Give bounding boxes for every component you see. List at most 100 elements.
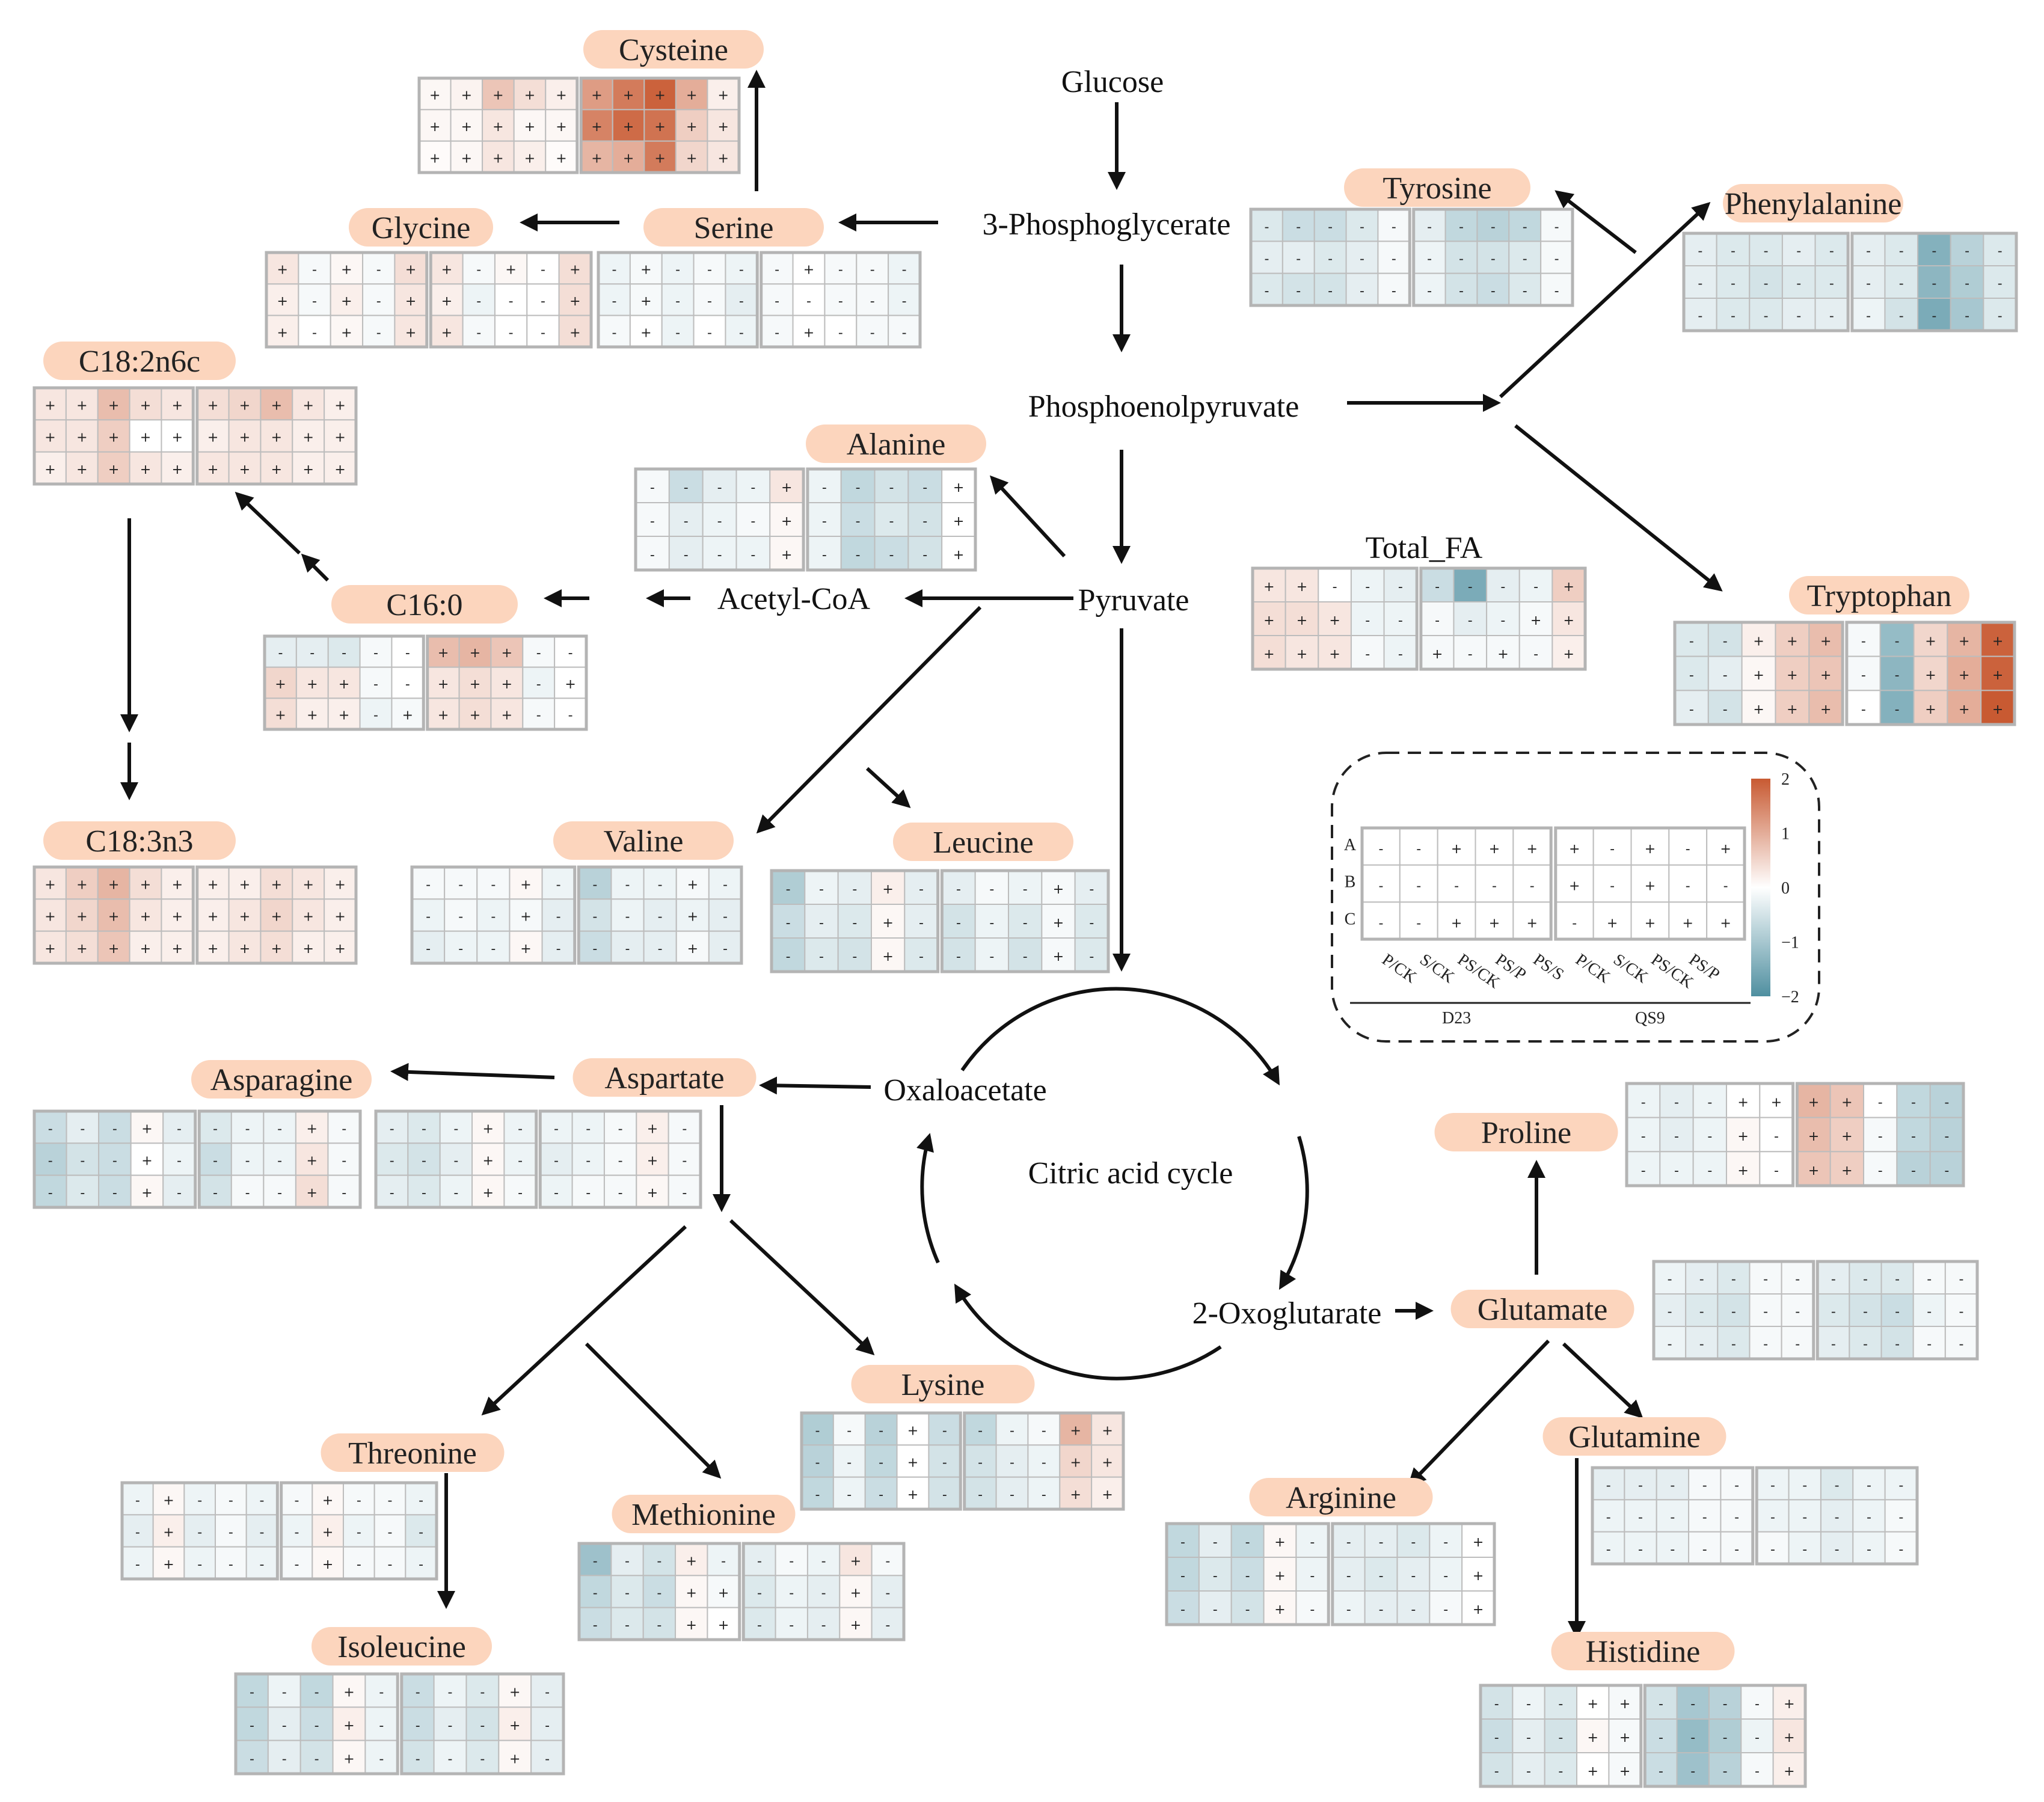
legend-sign-mark: - xyxy=(1610,879,1615,894)
heatmap-valine: ---+----+----+----+----+----+- xyxy=(410,865,743,965)
c18_3n3-sign-mark: + xyxy=(76,877,87,892)
glycine-sign-mark: - xyxy=(312,263,317,278)
glycine-sign-mark: + xyxy=(277,294,287,309)
phenylalanine-sign-mark: - xyxy=(1829,277,1834,292)
alanine-sign-mark: + xyxy=(953,514,964,529)
proline-sign-mark: - xyxy=(1944,1163,1949,1178)
leucine-sign-mark: - xyxy=(989,949,994,964)
methionine-cell xyxy=(642,1575,677,1608)
glutamine-sign-mark: - xyxy=(1702,1478,1707,1493)
tyrosine-sign-mark: - xyxy=(1296,219,1301,234)
glutamate-sign-mark: - xyxy=(1699,1305,1704,1320)
node-pill xyxy=(1450,1290,1634,1328)
arginine-sign-mark: - xyxy=(1310,1569,1315,1584)
c18_3n3-sign-mark: + xyxy=(45,910,55,925)
threonine-cell xyxy=(342,1482,375,1516)
isoleucine-sign-mark: - xyxy=(250,1685,254,1700)
tryptophan-sign-mark: + xyxy=(1959,702,1969,717)
legend-cell xyxy=(1361,864,1401,903)
glutamine-cell xyxy=(1788,1499,1821,1533)
phenylalanine-cell xyxy=(1749,265,1783,299)
lysine-sign-mark: - xyxy=(942,1488,947,1503)
leucine-sign-mark: - xyxy=(956,949,961,964)
legend-group-label: QS9 xyxy=(1635,1009,1665,1028)
lysine-cell xyxy=(928,1412,962,1446)
valine-cell xyxy=(411,930,446,964)
lysine-sign-mark: + xyxy=(1102,1488,1113,1503)
glycine-cell xyxy=(330,283,364,316)
cysteine-cell xyxy=(545,109,578,142)
arrow-c16-c182-b xyxy=(301,553,330,582)
glycine-cell xyxy=(298,252,331,285)
asparagine-sign-mark: - xyxy=(277,1154,282,1169)
leucine-sign-mark: - xyxy=(1023,949,1028,964)
legend-column-label: S/CK xyxy=(1416,950,1458,987)
glycine-cell xyxy=(298,283,331,316)
totalfa-sign-mark: - xyxy=(1533,580,1538,595)
cysteine-sign-mark: + xyxy=(591,151,602,166)
alanine-sign-mark: - xyxy=(750,514,755,529)
lysine-cell xyxy=(995,1444,1029,1478)
tyrosine-sign-mark: - xyxy=(1392,252,1396,267)
c16_0-sign-mark: - xyxy=(536,677,541,692)
arginine-sign-mark: - xyxy=(1346,1602,1351,1617)
cysteine-sign-mark: + xyxy=(654,120,665,135)
aspartate-block-border xyxy=(538,1109,702,1209)
leucine-block-border xyxy=(770,869,940,973)
node-pill xyxy=(643,208,824,247)
c18_2n6c-sign-mark: + xyxy=(302,462,313,477)
proline-sign-mark: - xyxy=(1911,1096,1916,1111)
glutamate-cell xyxy=(1849,1326,1882,1359)
proline-cell xyxy=(1796,1083,1831,1118)
histidine-cell xyxy=(1480,1752,1514,1787)
glycine-sign-mark: + xyxy=(277,263,287,278)
lysine-sign-mark: - xyxy=(942,1456,947,1471)
totalfa-sign-mark: - xyxy=(1500,580,1505,595)
glutamate-sign-mark: - xyxy=(1699,1272,1704,1287)
asparagine-cell xyxy=(98,1174,132,1208)
arginine-sign-mark: - xyxy=(1245,1535,1250,1550)
node-pill xyxy=(312,1627,492,1666)
methionine-sign-mark: - xyxy=(625,1554,630,1569)
histidine-cell xyxy=(1740,1718,1774,1753)
valine-sign-mark: - xyxy=(592,910,597,925)
arrow-to-leucine xyxy=(865,767,911,809)
legend-sign-mark: + xyxy=(1451,916,1462,931)
phenylalanine-sign-mark: - xyxy=(1998,244,2003,259)
histidine-sign-mark: - xyxy=(1690,1730,1695,1745)
phenylalanine-cell xyxy=(1884,298,1919,331)
legend-cell xyxy=(1706,827,1745,866)
valine-sign-mark: - xyxy=(592,877,597,892)
c16_0-sign-mark: + xyxy=(502,677,512,692)
serine-sign-mark: - xyxy=(902,263,907,278)
alanine-sign-mark: - xyxy=(717,548,722,563)
arginine-cell xyxy=(1263,1590,1297,1625)
node-label: Serine xyxy=(694,211,774,245)
leucine-cell xyxy=(837,904,872,939)
lysine-sign-mark: + xyxy=(907,1456,918,1471)
node-label: Citric acid cycle xyxy=(1028,1156,1233,1191)
alanine-cell xyxy=(668,536,704,571)
aspartate-sign-mark: - xyxy=(422,1121,426,1136)
isoleucine-block-border xyxy=(234,1672,399,1776)
isoleucine-sign-mark: - xyxy=(545,1751,550,1767)
methionine-sign-mark: - xyxy=(885,1586,890,1601)
lysine-sign-mark: + xyxy=(1070,1423,1081,1438)
node-glutamate: Glutamate xyxy=(1450,1290,1634,1328)
glutamine-cell xyxy=(1820,1531,1854,1565)
alanine-sign-mark: - xyxy=(684,514,689,529)
histidine-sign-mark: - xyxy=(1558,1764,1563,1779)
threonine-sign-mark: - xyxy=(419,1525,423,1540)
c18_2n6c-cell xyxy=(324,451,357,485)
c18_2n6c-sign-mark: + xyxy=(271,431,282,446)
lysine-sign-mark: - xyxy=(942,1423,947,1438)
glycine-cell xyxy=(462,252,496,285)
c18_2n6c-block-border xyxy=(195,386,358,486)
heatmap-legend: --++++-+-+-----+-+----+++-++++ xyxy=(1360,826,1746,941)
leucine-cell xyxy=(904,870,939,905)
glycine-sign-mark: + xyxy=(341,294,352,309)
methionine-cell xyxy=(579,1575,612,1608)
threonine-cell xyxy=(312,1514,344,1548)
arrow-oxaloacetate-aspartate xyxy=(759,1076,871,1095)
arrow-tca-1 xyxy=(960,987,1280,1086)
